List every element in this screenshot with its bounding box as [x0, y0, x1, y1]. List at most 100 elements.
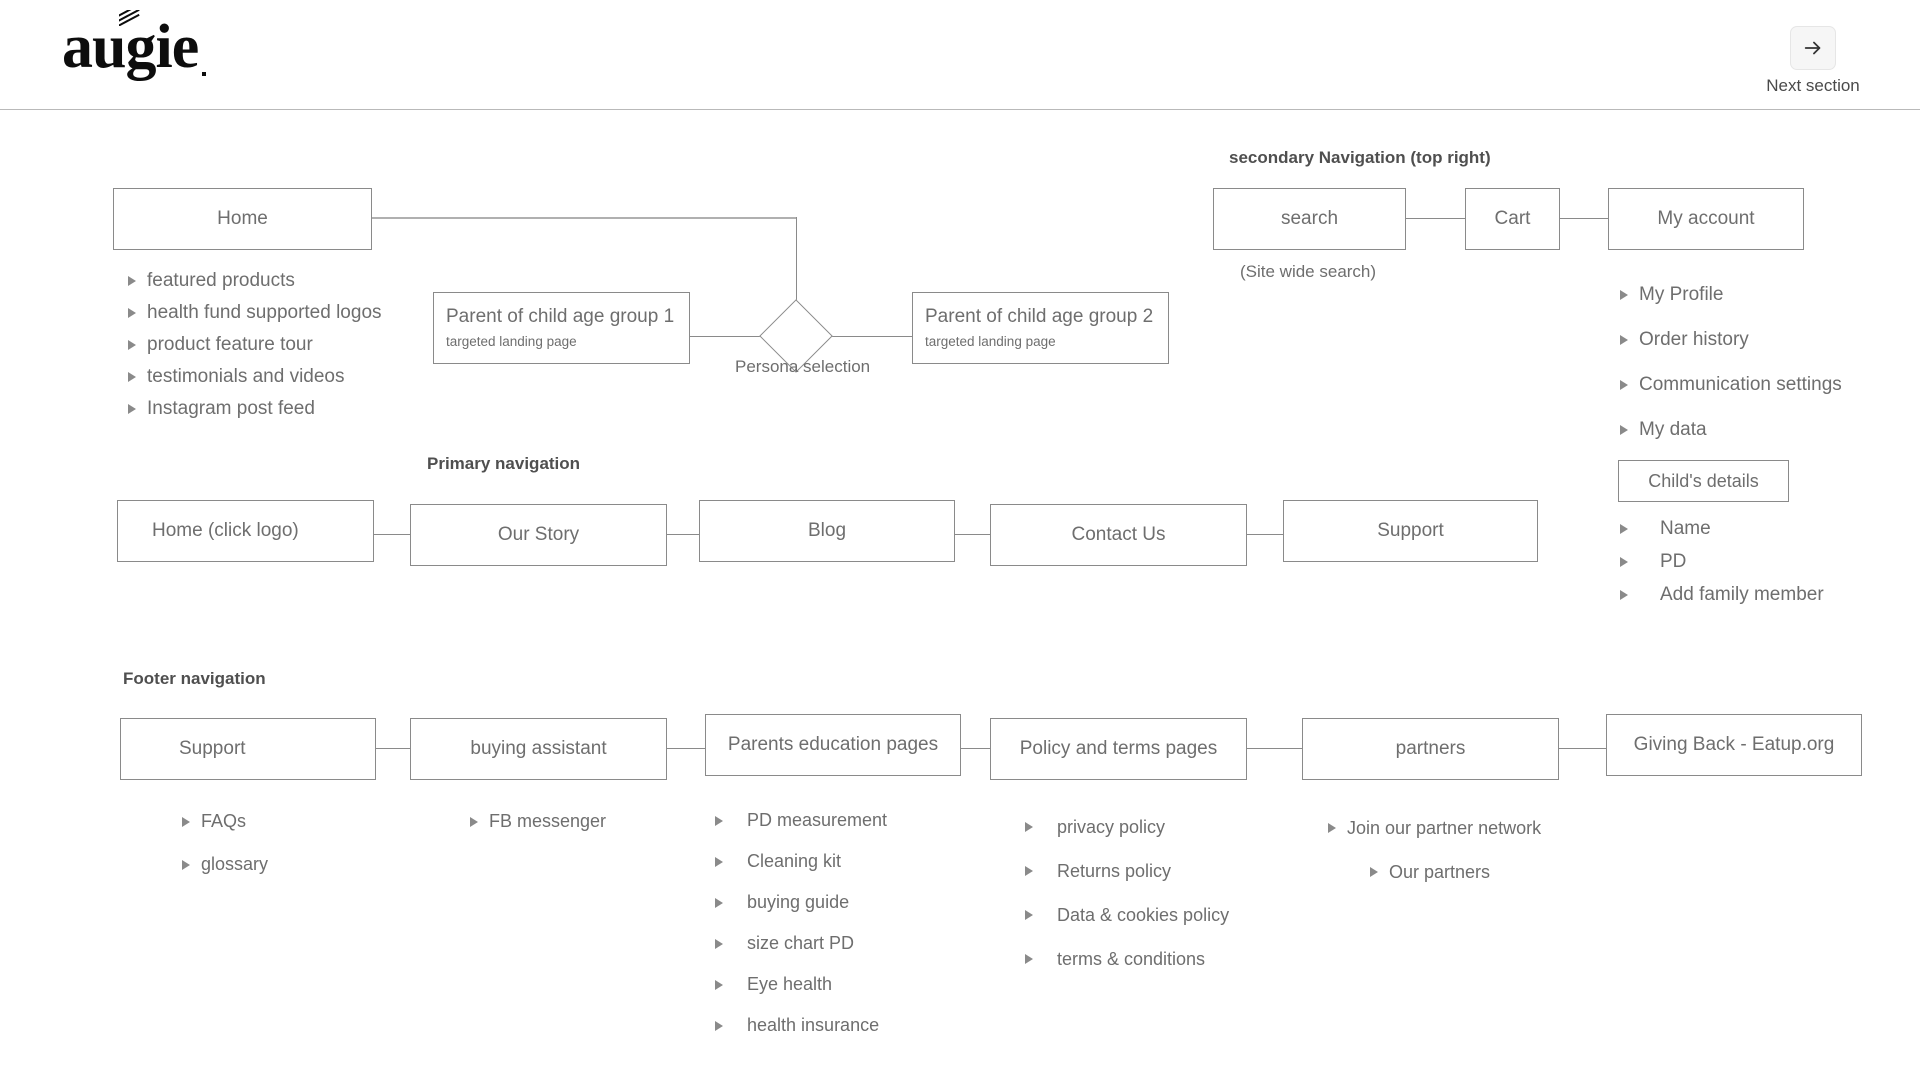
node-primary-blog[interactable]: Blog: [699, 500, 955, 562]
node-footer-buying-assistant-label: buying assistant: [470, 738, 607, 760]
triangle-bullet-icon: [1025, 866, 1033, 876]
node-footer-giving-back[interactable]: Giving Back - Eatup.org: [1606, 714, 1862, 776]
node-primary-home[interactable]: Home (click logo): [117, 500, 374, 562]
site-wide-search-note: (Site wide search): [1240, 262, 1377, 281]
node-home[interactable]: Home: [113, 188, 372, 250]
triangle-bullet-icon: [182, 816, 190, 827]
connector-persona-to-group2: [823, 336, 912, 337]
triangle-bullet-icon: [1025, 822, 1033, 832]
node-primary-blog-label: Blog: [807, 520, 847, 542]
list-item-label: glossary: [201, 854, 269, 874]
list-item-label: privacy policy: [1057, 816, 1166, 837]
connector-footer-3-4: [961, 748, 990, 749]
secondary-nav-title: secondary Navigation (top right): [1229, 148, 1491, 167]
node-parent-group-2-sub: targeted landing page: [925, 334, 1056, 350]
footer-support-items: FAQs glossary: [182, 800, 268, 886]
triangle-bullet-icon: [1620, 523, 1628, 534]
triangle-bullet-icon: [715, 938, 723, 949]
list-item[interactable]: featured products: [128, 265, 382, 297]
connector-primary-1-2: [374, 534, 410, 535]
triangle-bullet-icon: [1025, 910, 1033, 920]
arrow-right-icon: [1802, 37, 1824, 59]
list-item[interactable]: glossary: [182, 843, 268, 886]
node-footer-partners-label: partners: [1395, 738, 1466, 760]
node-footer-parents-education[interactable]: Parents education pages: [705, 714, 961, 776]
node-parent-group-2-title: Parent of child age group 2: [925, 305, 1154, 327]
list-item[interactable]: Join our partner network: [1328, 806, 1541, 850]
list-item[interactable]: Communication settings: [1620, 362, 1842, 407]
list-item-label: Communication settings: [1639, 373, 1842, 395]
triangle-bullet-icon: [128, 308, 136, 318]
list-item[interactable]: Order history: [1620, 317, 1842, 362]
node-primary-contact-us-label: Contact Us: [1071, 524, 1166, 546]
list-item[interactable]: Name: [1620, 512, 1824, 545]
list-item[interactable]: FB messenger: [470, 800, 606, 843]
list-item[interactable]: product feature tour: [128, 329, 382, 361]
next-section-button[interactable]: [1790, 26, 1836, 70]
node-primary-our-story[interactable]: Our Story: [410, 504, 667, 566]
node-primary-home-label: Home (click logo): [152, 520, 299, 542]
list-item[interactable]: Instagram post feed: [128, 393, 382, 425]
connector-primary-3-4: [955, 534, 990, 535]
node-footer-parents-education-label: Parents education pages: [727, 734, 939, 756]
connector-home-to-persona-v: [796, 217, 797, 335]
list-item[interactable]: privacy policy: [1025, 805, 1229, 849]
child-details-sub-items: Name PD Add family member: [1620, 512, 1824, 611]
list-item-label: Data & cookies policy: [1057, 904, 1230, 925]
node-footer-partners[interactable]: partners: [1302, 718, 1559, 780]
list-item-label: My Profile: [1639, 283, 1724, 305]
list-item[interactable]: testimonials and videos: [128, 361, 382, 393]
list-item-label: FAQs: [201, 811, 247, 831]
list-item[interactable]: Returns policy: [1025, 849, 1229, 893]
account-sub-items: My Profile Order history Communication s…: [1620, 272, 1842, 452]
list-item[interactable]: My Profile: [1620, 272, 1842, 317]
node-footer-buying-assistant[interactable]: buying assistant: [410, 718, 667, 780]
node-my-account-label: My account: [1657, 208, 1755, 230]
node-parent-group-2[interactable]: Parent of child age group 2 targeted lan…: [912, 292, 1169, 364]
list-item[interactable]: buying guide: [715, 882, 887, 923]
node-footer-support-label: Support: [179, 738, 246, 760]
home-sub-items: featured products health fund supported …: [128, 265, 382, 425]
list-item-label: terms & conditions: [1057, 948, 1206, 969]
list-item[interactable]: health insurance: [715, 1005, 887, 1046]
list-item[interactable]: Data & cookies policy: [1025, 893, 1229, 937]
list-item[interactable]: PD measurement: [715, 800, 887, 841]
node-primary-contact-us[interactable]: Contact Us: [990, 504, 1247, 566]
list-item[interactable]: terms & conditions: [1025, 937, 1229, 981]
list-item[interactable]: health fund supported logos: [128, 297, 382, 329]
connector-footer-1-2: [376, 748, 410, 749]
connector-footer-5-6: [1559, 748, 1606, 749]
node-parent-group-1[interactable]: Parent of child age group 1 targeted lan…: [433, 292, 690, 364]
list-item[interactable]: Add family member: [1620, 578, 1824, 611]
list-item[interactable]: Cleaning kit: [715, 841, 887, 882]
footer-policy-items: privacy policy Returns policy Data & coo…: [1025, 805, 1229, 981]
node-primary-support[interactable]: Support: [1283, 500, 1538, 562]
list-item[interactable]: FAQs: [182, 800, 268, 843]
triangle-bullet-icon: [128, 276, 136, 286]
next-section-control[interactable]: Next section: [1753, 26, 1873, 96]
list-item[interactable]: My data: [1620, 407, 1842, 452]
node-search-label: search: [1280, 208, 1339, 230]
list-item[interactable]: PD: [1620, 545, 1824, 578]
list-item-label: Join our partner network: [1347, 817, 1542, 838]
list-item[interactable]: Our partners: [1370, 850, 1541, 894]
list-item-label: health fund supported logos: [147, 302, 382, 323]
triangle-bullet-icon: [1620, 379, 1628, 390]
triangle-bullet-icon: [128, 372, 136, 382]
list-item[interactable]: Eye health: [715, 964, 887, 1005]
list-item-label: Add family member: [1660, 583, 1824, 605]
node-footer-support[interactable]: Support: [120, 718, 376, 780]
node-primary-support-label: Support: [1377, 520, 1444, 542]
list-item[interactable]: size chart PD: [715, 923, 887, 964]
node-childs-details[interactable]: Child's details: [1618, 460, 1789, 502]
footer-nav-title: Footer navigation: [123, 669, 266, 688]
node-search[interactable]: search: [1213, 188, 1406, 250]
node-my-account[interactable]: My account: [1608, 188, 1804, 250]
triangle-bullet-icon: [1620, 334, 1628, 345]
triangle-bullet-icon: [128, 340, 136, 350]
brand-logo[interactable]: augie: [62, 13, 199, 81]
node-footer-policy-terms[interactable]: Policy and terms pages: [990, 718, 1247, 780]
node-cart[interactable]: Cart: [1465, 188, 1560, 250]
triangle-bullet-icon: [1620, 589, 1628, 600]
